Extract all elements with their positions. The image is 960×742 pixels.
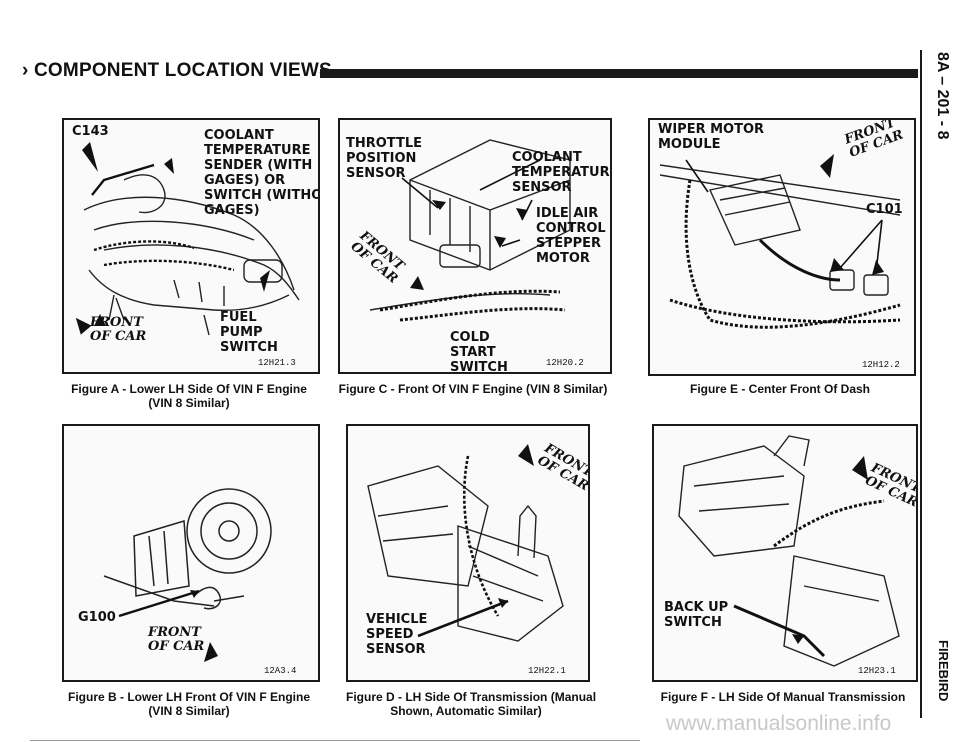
illustration-code: 12H21.3 (258, 358, 296, 368)
backup-switch-label: BACK UP SWITCH (664, 600, 729, 630)
figure-b: G100 FRONT OF CAR 12A3.4 (62, 424, 320, 682)
watermark-url: www.manualsonline.info (666, 712, 892, 735)
figure-e-caption: Figure E - Center Front Of Dash (689, 382, 870, 396)
cold-start-switch-label: COLD START SWITCH (450, 330, 508, 374)
throttle-body-illustration (369, 139, 571, 322)
illustration-code: 12H22.1 (528, 666, 566, 676)
engine-lower-lh-illustration (82, 142, 300, 336)
figure-a: C143 COOLANT TEMPERATURE SENDER (WITH GA… (62, 118, 320, 374)
page-title-text: COMPONENT LOCATION VIEWS (34, 60, 332, 81)
fuel-pump-switch-label: FUEL PUMP SWITCH (220, 310, 278, 355)
throttle-position-sensor-label: THROTTLE POSITION SENSOR (346, 136, 423, 181)
illustration-code: 12H12.2 (862, 360, 900, 370)
figure-c-caption: Figure C - Front Of VIN F Engine (VIN 8 … (338, 382, 608, 396)
connector-c143-label: C143 (72, 124, 109, 139)
figure-f: BACK UP SWITCH FRONT OF CAR 12H23.1 (652, 424, 918, 682)
section-page-code: 8A – 201 - 8 (934, 52, 951, 140)
transmission-lh-illustration (367, 444, 564, 642)
figure-b-caption: Figure B - Lower LH Front Of VIN F Engin… (68, 690, 310, 718)
vehicle-model-label: FIREBIRD (936, 640, 951, 702)
engine-front-pulley-illustration (103, 488, 272, 662)
wiper-motor-module-label: WIPER MOTOR MODULE (658, 122, 765, 152)
figure-c: THROTTLE POSITION SENSOR COOLANT TEMPERA… (338, 118, 612, 374)
manual-transmission-lh-illustration (678, 435, 900, 667)
front-of-car-label: FRONT OF CAR (90, 315, 147, 344)
figure-d: VEHICLE SPEED SENSOR FRONT OF CAR 12H22.… (346, 424, 590, 682)
illustration-code: 12H20.2 (546, 358, 584, 368)
side-rule (920, 50, 922, 718)
illustration-code: 12H23.1 (858, 666, 896, 676)
bullet-icon: › (22, 60, 29, 81)
dash-center-illustration (659, 154, 901, 329)
illustration-code: 12A3.4 (264, 666, 297, 676)
front-of-car-label: FRONT OF CAR (148, 625, 205, 654)
idle-air-control-label: IDLE AIR CONTROL STEPPER MOTOR (536, 206, 606, 266)
header-rule (320, 69, 918, 78)
page-title: › COMPONENT LOCATION VIEWS (22, 60, 332, 82)
footer-rule (30, 740, 640, 741)
figure-d-caption: Figure D - LH Side Of Transmission (Manu… (346, 690, 597, 718)
vehicle-speed-sensor-label: VEHICLE SPEED SENSOR (366, 612, 428, 657)
coolant-sender-label: COOLANT TEMPERATURE SENDER (WITH GAGES) … (204, 128, 318, 218)
figure-a-caption: Figure A - Lower LH Side Of VIN F Engine… (71, 382, 307, 410)
figure-e: WIPER MOTOR MODULE C101 FRONT OF CAR 12H… (648, 118, 916, 376)
ground-g100-label: G100 (78, 610, 116, 625)
figure-f-caption: Figure F - LH Side Of Manual Transmissio… (660, 690, 906, 704)
connector-c101-label: C101 (866, 202, 903, 217)
coolant-temp-sensor-label: COOLANT TEMPERATURE SENSOR (512, 150, 612, 195)
